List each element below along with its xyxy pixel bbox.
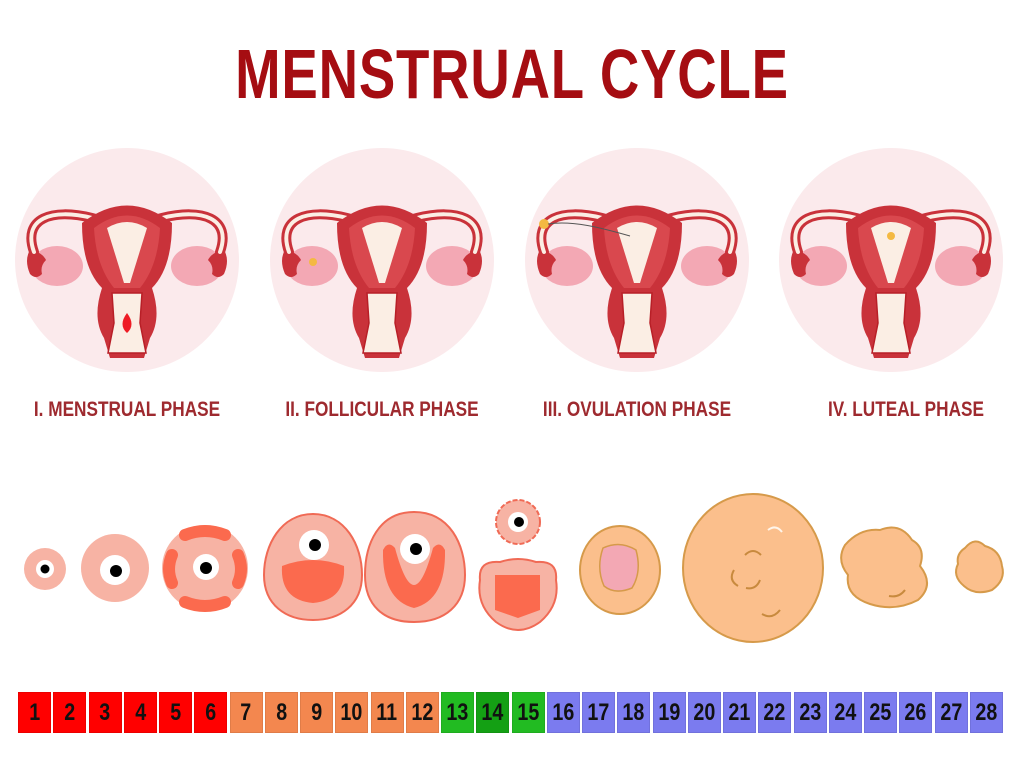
day-number: 10 xyxy=(340,698,363,726)
day-number: 22 xyxy=(763,698,786,726)
day-number: 27 xyxy=(940,698,962,726)
follicle-development-row xyxy=(24,493,1004,643)
phase-ovulation-illustration xyxy=(522,148,752,378)
day-box-9: 9 xyxy=(300,692,333,733)
corpus-albicans-icon xyxy=(955,540,1004,594)
page-title: MENSTRUAL CYCLE xyxy=(235,35,789,113)
day-box-15: 15 xyxy=(511,692,545,733)
phase-label-menstrual: I. MENSTRUAL PHASE xyxy=(33,398,221,421)
day-box-26: 26 xyxy=(899,692,933,733)
regressing-corpus-luteum-icon xyxy=(840,526,928,609)
day-box-8: 8 xyxy=(264,692,298,733)
day-box-10: 10 xyxy=(335,692,369,733)
blood-drop-icon xyxy=(122,313,132,333)
primary-follicle-icon xyxy=(81,534,149,602)
day-number: 5 xyxy=(170,698,181,726)
secondary-follicle-icon xyxy=(162,525,248,612)
day-box-16: 16 xyxy=(546,692,580,733)
day-number: 17 xyxy=(587,698,610,726)
day-number: 2 xyxy=(64,698,76,726)
day-box-2: 2 xyxy=(53,692,87,733)
day-box-1: 1 xyxy=(18,692,51,733)
day-number: 20 xyxy=(693,698,716,726)
day-number: 9 xyxy=(311,698,322,726)
day-box-7: 7 xyxy=(229,692,263,733)
day-number: 11 xyxy=(376,698,398,726)
day-box-17: 17 xyxy=(582,692,615,733)
day-number: 13 xyxy=(446,698,469,726)
day-number: 6 xyxy=(205,698,217,726)
day-number: 7 xyxy=(240,698,252,726)
egg-icon xyxy=(539,219,549,229)
mature-corpus-luteum-icon xyxy=(682,493,824,643)
day-box-27: 27 xyxy=(934,692,968,733)
day-box-24: 24 xyxy=(828,692,862,733)
phase-label-follicular: II. FOLLICULAR PHASE xyxy=(285,398,479,421)
day-number: 15 xyxy=(517,698,539,726)
day-box-14: 14 xyxy=(476,692,510,733)
day-number: 12 xyxy=(411,698,434,726)
day-box-5: 5 xyxy=(159,692,192,733)
day-box-19: 19 xyxy=(652,692,686,733)
day-box-28: 28 xyxy=(969,692,1003,733)
day-number: 25 xyxy=(869,698,892,726)
day-number: 24 xyxy=(834,698,857,726)
day-box-4: 4 xyxy=(123,692,157,733)
ovulation-released-egg-icon xyxy=(478,499,558,631)
day-box-21: 21 xyxy=(723,692,756,733)
day-box-13: 13 xyxy=(441,692,474,733)
day-box-25: 25 xyxy=(864,692,897,733)
phase-label-ovulation: III. OVULATION PHASE xyxy=(542,398,732,421)
day-box-11: 11 xyxy=(370,692,404,733)
phase-luteal-illustration xyxy=(776,148,1006,378)
day-number: 19 xyxy=(658,698,680,726)
day-number: 4 xyxy=(134,698,146,726)
day-number: 8 xyxy=(275,698,287,726)
day-box-20: 20 xyxy=(687,692,721,733)
early-antral-follicle-icon xyxy=(262,512,364,622)
day-number: 16 xyxy=(552,698,575,726)
day-box-23: 23 xyxy=(793,692,827,733)
phase-follicular-illustration xyxy=(267,148,497,378)
day-number: 26 xyxy=(904,698,927,726)
day-box-22: 22 xyxy=(758,692,792,733)
day-number: 23 xyxy=(799,698,821,726)
day-number: 3 xyxy=(99,698,111,726)
early-corpus-luteum-icon xyxy=(579,525,661,615)
day-box-6: 6 xyxy=(194,692,228,733)
phase-menstrual-illustration xyxy=(12,148,242,378)
day-number: 18 xyxy=(622,698,645,726)
day-number: 28 xyxy=(975,698,998,726)
day-box-18: 18 xyxy=(617,692,651,733)
day-number: 14 xyxy=(481,698,504,726)
antral-follicle-icon xyxy=(363,510,467,624)
egg-icon xyxy=(309,258,317,266)
day-box-3: 3 xyxy=(88,692,122,733)
day-number: 21 xyxy=(728,698,751,726)
day-number: 1 xyxy=(29,698,40,726)
phase-label-luteal: IV. LUTEAL PHASE xyxy=(828,398,984,421)
primordial-follicle-icon xyxy=(24,548,66,590)
egg-icon xyxy=(887,232,895,240)
day-box-12: 12 xyxy=(405,692,439,733)
